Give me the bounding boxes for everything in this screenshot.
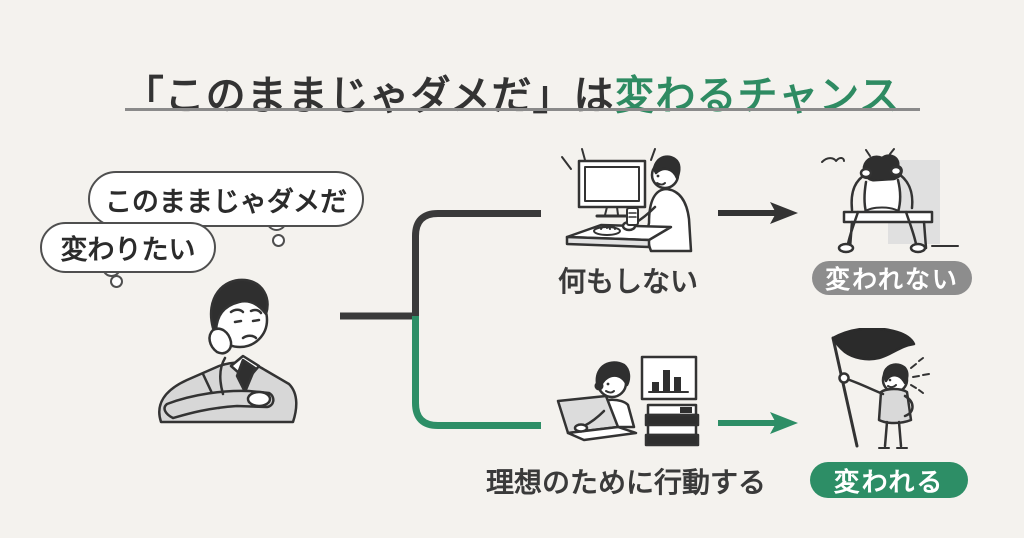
- thought-bubble-2: 変わりたい: [40, 222, 216, 273]
- frustrated-person-illustration: [821, 148, 959, 254]
- arrow-right-green-icon: [718, 412, 798, 434]
- studying-laptop-illustration: [556, 355, 700, 447]
- result-badge-change: 変われる: [810, 462, 968, 498]
- watching-tv-illustration: [561, 148, 693, 253]
- thinking-person-illustration: [158, 278, 298, 424]
- title-underline: [125, 108, 920, 111]
- branch-label-take-action: 理想のために行動する: [485, 467, 766, 498]
- result-badge-no-change: 変われない: [812, 261, 972, 295]
- flag-person-illustration: [831, 328, 930, 449]
- page-title: 「このままじゃダメだ」は変わるチャンス: [64, 67, 960, 125]
- arrow-right-black-icon: [718, 202, 798, 224]
- thought-bubble-1-text: このままじゃダメだ: [104, 186, 348, 217]
- branch-connector-lines: [340, 210, 541, 429]
- branch-line-bottom: [412, 316, 541, 429]
- thought-bubble-2-tail-dot: [110, 275, 123, 288]
- page-title-prefix: 「このままじゃダメだ」は: [123, 73, 615, 118]
- page-title-highlight: 変わるチャンス: [614, 73, 901, 118]
- thought-bubble-1: このままじゃダメだ: [88, 171, 364, 227]
- thought-bubble-2-text: 変わりたい: [60, 235, 196, 265]
- branch-label-do-nothing: 何もしない: [557, 266, 698, 297]
- branch-line-top: [340, 210, 541, 320]
- thought-bubble-1-tail-dot: [272, 234, 285, 247]
